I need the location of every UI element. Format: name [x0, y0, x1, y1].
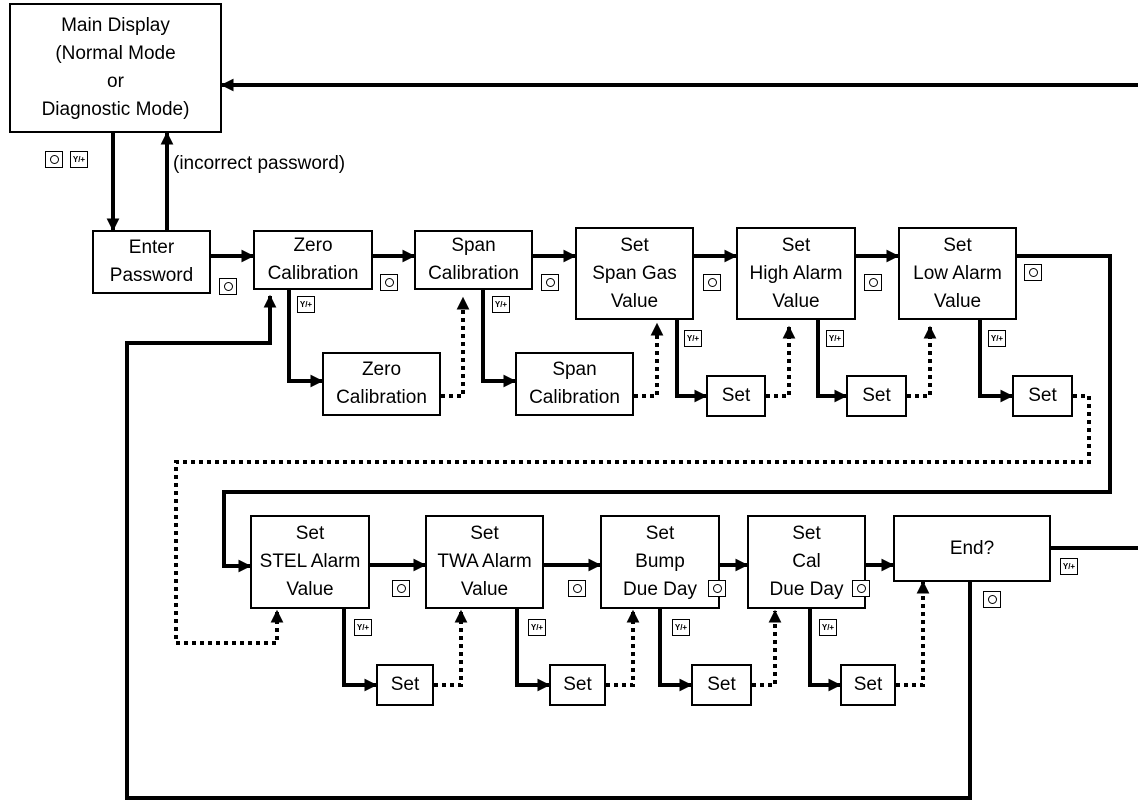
set-bump-due-line-1: Set	[645, 523, 675, 544]
zero-calibration-run-box: Zero Calibration	[322, 352, 441, 416]
set-stel-alarm-line-1: Set	[295, 523, 325, 544]
set-bump-due-box: Set Bump Due Day	[600, 515, 720, 609]
set-span-gas-box: Set Span Gas Value	[575, 227, 694, 320]
set-twa-alarm-line-1: Set	[470, 523, 499, 544]
yes-plus-key-icon: Y/+	[684, 330, 702, 347]
set-span-gas-sub-box: Set	[706, 375, 766, 417]
yes-plus-key-icon: Y/+	[492, 296, 510, 313]
set-cal-sub-label: Set	[853, 674, 883, 695]
yes-plus-key-icon: Y/+	[819, 619, 837, 636]
set-high-alarm-box: Set High Alarm Value	[736, 227, 856, 320]
incorrect-password-label: (incorrect password)	[173, 153, 346, 174]
set-stel-alarm-line-3: Value	[286, 579, 334, 600]
set-cal-sub-box: Set	[840, 664, 896, 706]
end-box: End?	[893, 515, 1051, 582]
zero-calibration-run-line-2: Calibration	[336, 387, 427, 408]
yes-plus-key-icon: Y/+	[1060, 558, 1078, 575]
set-low-alarm-box: Set Low Alarm Value	[898, 227, 1017, 320]
set-high-alarm-line-1: Set	[781, 234, 811, 256]
set-span-gas-sub-label: Set	[721, 385, 751, 406]
set-span-gas-line-3: Value	[610, 290, 659, 312]
set-cal-due-line-2: Cal	[792, 551, 821, 572]
power-key-icon	[219, 278, 237, 295]
set-high-alarm-sub-box: Set	[846, 375, 907, 417]
yes-plus-key-icon: Y/+	[988, 330, 1006, 347]
set-high-alarm-line-2: High Alarm	[749, 262, 843, 284]
power-key-icon	[1024, 264, 1042, 281]
span-calibration-run-line-2: Calibration	[529, 387, 620, 408]
set-low-alarm-line-3: Value	[933, 290, 982, 312]
zero-calibration-box: Zero Calibration	[253, 230, 373, 290]
zero-calibration-line-1: Zero	[293, 235, 333, 256]
yes-plus-key-icon: Y/+	[70, 151, 88, 168]
set-twa-alarm-line-2: TWA Alarm	[437, 551, 532, 572]
power-key-icon	[708, 580, 726, 597]
set-stel-alarm-box: Set STEL Alarm Value	[250, 515, 370, 609]
enter-password-line-2: Password	[109, 265, 194, 286]
set-span-gas-line-1: Set	[620, 234, 649, 256]
set-bump-due-line-3: Due Day	[623, 579, 697, 600]
yes-plus-key-icon: Y/+	[528, 619, 546, 636]
power-key-icon	[864, 274, 882, 291]
set-cal-due-line-3: Due Day	[769, 579, 844, 600]
set-stel-alarm-line-2: STEL Alarm	[259, 551, 361, 572]
set-stel-sub-box: Set	[376, 664, 434, 706]
span-calibration-line-1: Span	[451, 235, 496, 256]
set-bump-sub-box: Set	[691, 664, 752, 706]
power-key-icon	[392, 580, 410, 597]
main-display-line-3: or	[107, 71, 124, 92]
end-label: End?	[949, 537, 995, 559]
set-cal-due-box: Set Cal Due Day	[747, 515, 866, 609]
yes-plus-key-icon: Y/+	[672, 619, 690, 636]
set-cal-due-line-1: Set	[792, 523, 821, 544]
set-high-alarm-line-3: Value	[772, 290, 820, 312]
set-low-alarm-sub-box: Set	[1012, 375, 1073, 417]
span-calibration-run-line-1: Span	[552, 359, 597, 380]
yes-plus-key-icon: Y/+	[826, 330, 844, 347]
main-display-box: Main Display (Normal Mode or Diagnostic …	[9, 3, 222, 133]
set-twa-sub-label: Set	[563, 674, 592, 695]
zero-calibration-line-2: Calibration	[267, 263, 359, 284]
set-low-alarm-line-1: Set	[943, 234, 972, 256]
set-low-alarm-sub-label: Set	[1028, 385, 1057, 406]
set-high-alarm-sub-label: Set	[862, 385, 891, 406]
enter-password-line-1: Enter	[128, 237, 175, 258]
main-display-line-4: Diagnostic Mode)	[41, 99, 190, 120]
set-bump-due-line-2: Bump	[635, 551, 685, 572]
set-twa-alarm-box: Set TWA Alarm Value	[425, 515, 544, 609]
set-bump-sub-label: Set	[707, 674, 736, 695]
span-calibration-run-box: Span Calibration	[515, 352, 634, 416]
set-low-alarm-line-2: Low Alarm	[913, 262, 1002, 284]
set-twa-sub-box: Set	[549, 664, 606, 706]
span-calibration-box: Span Calibration	[414, 230, 533, 290]
main-display-line-1: Main Display	[61, 15, 170, 36]
span-calibration-line-2: Calibration	[428, 263, 519, 284]
enter-password-box: Enter Password	[92, 230, 211, 294]
power-key-icon: power-key-icon	[45, 151, 63, 168]
set-twa-alarm-line-3: Value	[460, 579, 509, 600]
set-stel-sub-label: Set	[390, 674, 420, 695]
power-key-icon	[703, 274, 721, 291]
main-display-line-2: (Normal Mode	[55, 43, 176, 64]
power-key-icon	[568, 580, 586, 597]
power-key-icon	[541, 274, 559, 291]
power-key-icon	[380, 274, 398, 291]
power-key-icon	[852, 580, 870, 597]
yes-plus-key-icon: Y/+	[297, 296, 315, 313]
power-key-icon	[983, 591, 1001, 608]
set-span-gas-line-2: Span Gas	[592, 262, 677, 284]
yes-plus-key-icon: Y/+	[354, 619, 372, 636]
zero-calibration-run-line-1: Zero	[361, 359, 402, 380]
